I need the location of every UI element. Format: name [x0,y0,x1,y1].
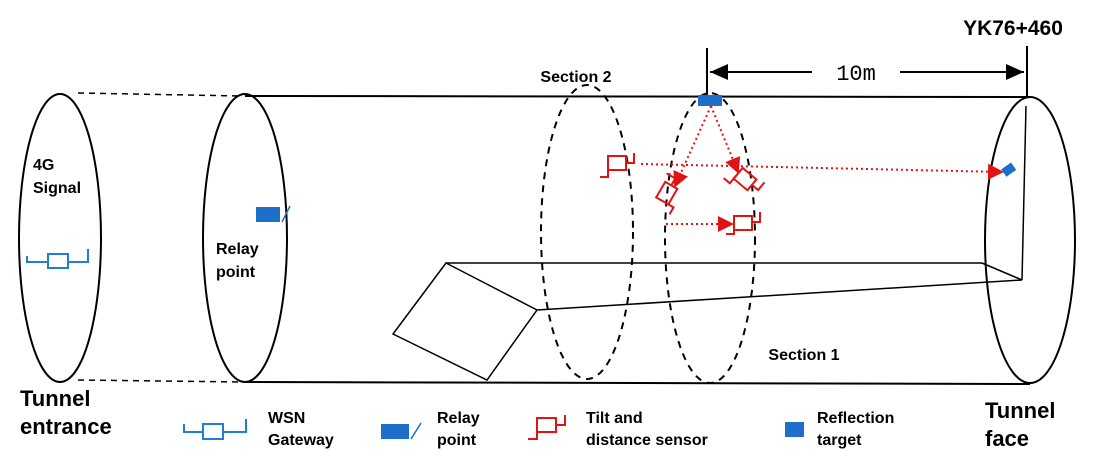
legend-relay-line1: Relay [437,410,480,427]
chainage-label: YK76+460 [963,17,1063,40]
legend-sensor-line2: distance sensor [586,432,708,449]
tilt-distance-sensor-icon [654,172,679,215]
legend-target-line2: target [817,432,862,449]
entrance-ellipse [18,93,102,383]
legend: WSN Gateway Relay point Tilt and distanc… [183,410,894,449]
signal-label-line2: Signal [33,180,81,197]
entrance-top-dashed [77,92,243,97]
tunnel-top-line [244,95,1031,98]
legend-sensor-line1: Tilt and [586,410,643,427]
signal-label-line1: 4G [33,157,54,174]
relay-label-line1: Relay [216,241,259,258]
tilt-distance-sensor-icon [723,166,766,192]
entrance-bottom-dashed [77,379,243,383]
section-2-label: Section 2 [540,69,611,86]
face-label-line2: face [985,426,1029,451]
section-2-ellipse [540,84,634,380]
tilt-distance-sensor-icon [726,212,761,235]
relay-label-line2: point [216,264,256,281]
legend-target-line1: Reflection [817,410,894,427]
tilt-distance-sensor-icon [528,415,566,440]
legend-gateway-line2: Gateway [268,432,334,449]
legend-gateway-line1: WSN [268,410,305,427]
tunnel-face-ellipse [984,96,1076,384]
floor-ramp [391,262,539,381]
relay-ellipse [202,93,288,383]
relay-point-icon [256,205,291,223]
measurement-lines [640,105,1004,232]
tunnel-bottom-line [244,381,1031,385]
distance-label: 10m [836,62,876,87]
floor-front-line [536,279,1023,311]
top-relay-icon [698,95,722,106]
section-1-ellipse [664,92,756,384]
legend-relay-line2: point [437,432,477,449]
relay-point-icon [381,422,422,440]
tilt-distance-sensor-icon [600,153,635,178]
reflection-target-icon [785,422,804,437]
wsn-gateway-icon [183,419,247,440]
face-label-line1: Tunnel [985,398,1055,423]
section-1-label: Section 1 [768,347,839,364]
entrance-label-line2: entrance [20,414,112,439]
reflection-target-icon [1001,162,1017,177]
floor-side-line [981,262,1023,281]
wsn-gateway-icon [26,249,89,269]
face-inner-line [1021,105,1027,281]
entrance-label-line1: Tunnel [20,386,90,411]
